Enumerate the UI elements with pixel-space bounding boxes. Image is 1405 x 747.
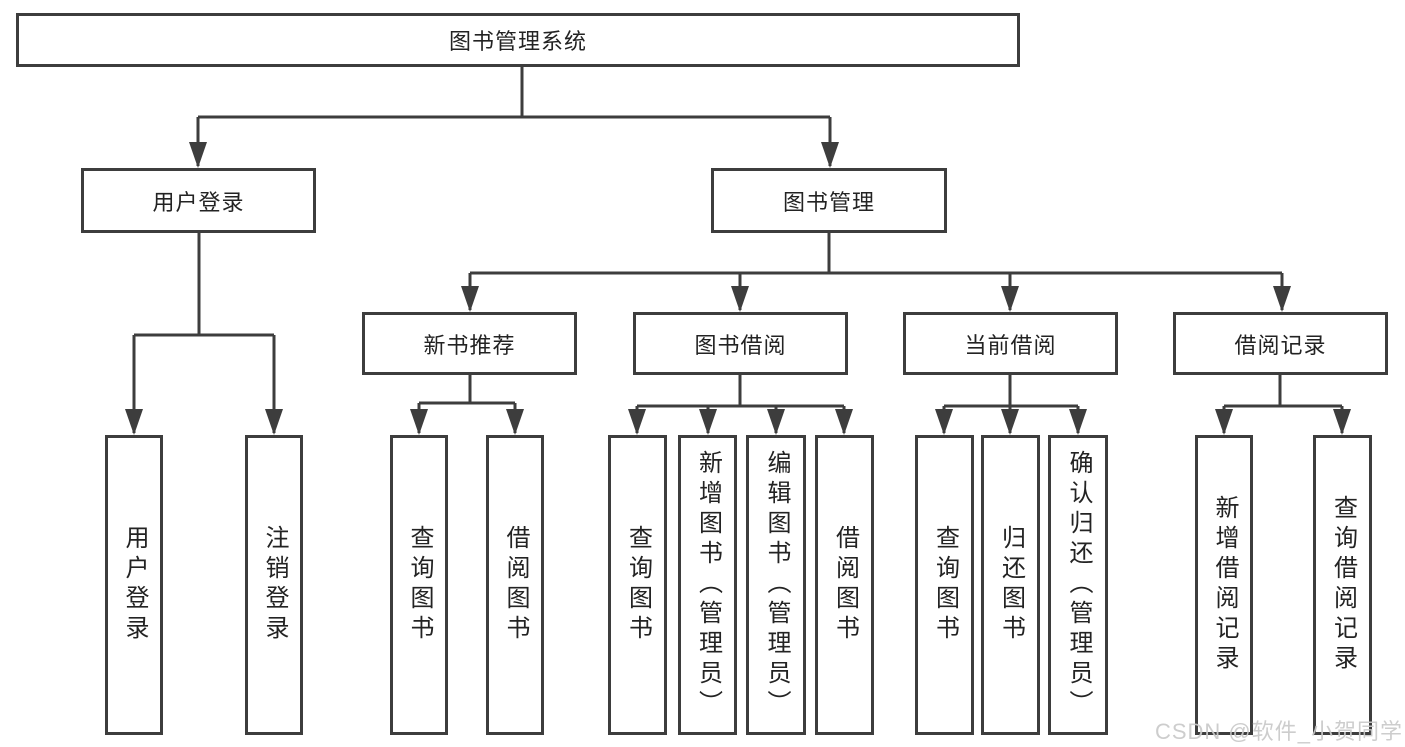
leaf-query-books-recommend: 查询图书 <box>390 435 448 735</box>
leaf-edit-books-admin: 编辑图书（管理员） <box>746 435 806 735</box>
root-node-system: 图书管理系统 <box>16 13 1020 67</box>
node-new-book-recommend: 新书推荐 <box>362 312 577 375</box>
leaf-add-borrow-record: 新增借阅记录 <box>1195 435 1253 735</box>
node-book-borrow: 图书借阅 <box>633 312 848 375</box>
leaf-user-login: 用户登录 <box>105 435 163 735</box>
leaf-add-books-admin: 新增图书（管理员） <box>678 435 737 735</box>
leaf-query-books-current: 查询图书 <box>915 435 974 735</box>
node-current-borrow: 当前借阅 <box>903 312 1118 375</box>
leaf-confirm-return-admin: 确认归还（管理员） <box>1048 435 1108 735</box>
leaf-query-books-borrow: 查询图书 <box>608 435 667 735</box>
leaf-borrow-books: 借阅图书 <box>815 435 874 735</box>
leaf-borrow-books-recommend: 借阅图书 <box>486 435 544 735</box>
arrowhead-icons <box>125 142 1351 435</box>
leaf-return-books: 归还图书 <box>981 435 1040 735</box>
node-user-login: 用户登录 <box>81 168 316 233</box>
leaf-query-borrow-record: 查询借阅记录 <box>1313 435 1372 735</box>
leaf-logout: 注销登录 <box>245 435 303 735</box>
node-book-management: 图书管理 <box>711 168 947 233</box>
node-borrow-records: 借阅记录 <box>1173 312 1388 375</box>
